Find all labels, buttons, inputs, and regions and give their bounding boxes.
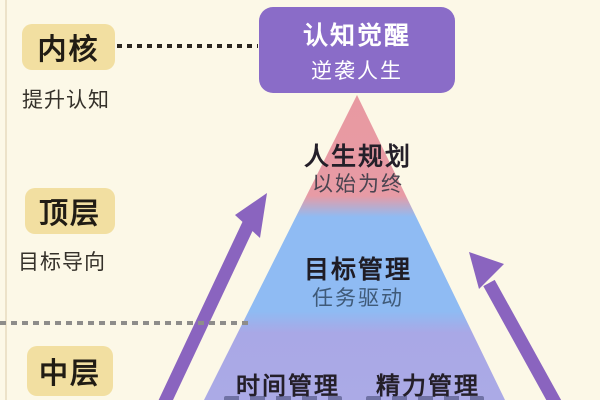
level-badge-middle-label: 中层	[38, 358, 101, 390]
level-badge-core-label: 内核	[37, 34, 100, 66]
pyramid-top-subtitle: 以始为终	[312, 173, 404, 196]
apex-box: 认知觉醒 逆袭人生	[259, 7, 455, 93]
level-badge-top: 顶层	[25, 188, 115, 234]
pyramid-middle-title: 目标管理	[303, 256, 413, 284]
apex-title: 认知觉醒	[302, 21, 411, 50]
pyramid-bottom-left-title: 时间管理	[236, 373, 340, 400]
level-caption-core: 提升认知	[22, 89, 110, 112]
pyramid-top-title: 人生规划	[303, 143, 413, 171]
cutoff-subtitle-hint-left	[224, 396, 342, 400]
left-edge-divider	[5, 0, 7, 400]
level-badge-top-label: 顶层	[38, 198, 101, 230]
left-up-arrow	[158, 193, 267, 400]
pyramid-bottom-right-title: 精力管理	[376, 373, 480, 400]
level-badge-middle: 中层	[27, 346, 113, 396]
pyramid-shape	[204, 95, 505, 400]
pyramid-middle-subtitle: 任务驱动	[312, 287, 404, 310]
right-up-arrow	[469, 252, 562, 400]
level-badge-core: 内核	[22, 24, 115, 70]
cutoff-subtitle-hint-right	[366, 396, 484, 400]
apex-subtitle: 逆袭人生	[311, 59, 403, 83]
connector-dotted-line	[117, 44, 258, 48]
level-caption-top: 目标导向	[18, 251, 106, 274]
divider-dotted-line	[0, 321, 248, 325]
